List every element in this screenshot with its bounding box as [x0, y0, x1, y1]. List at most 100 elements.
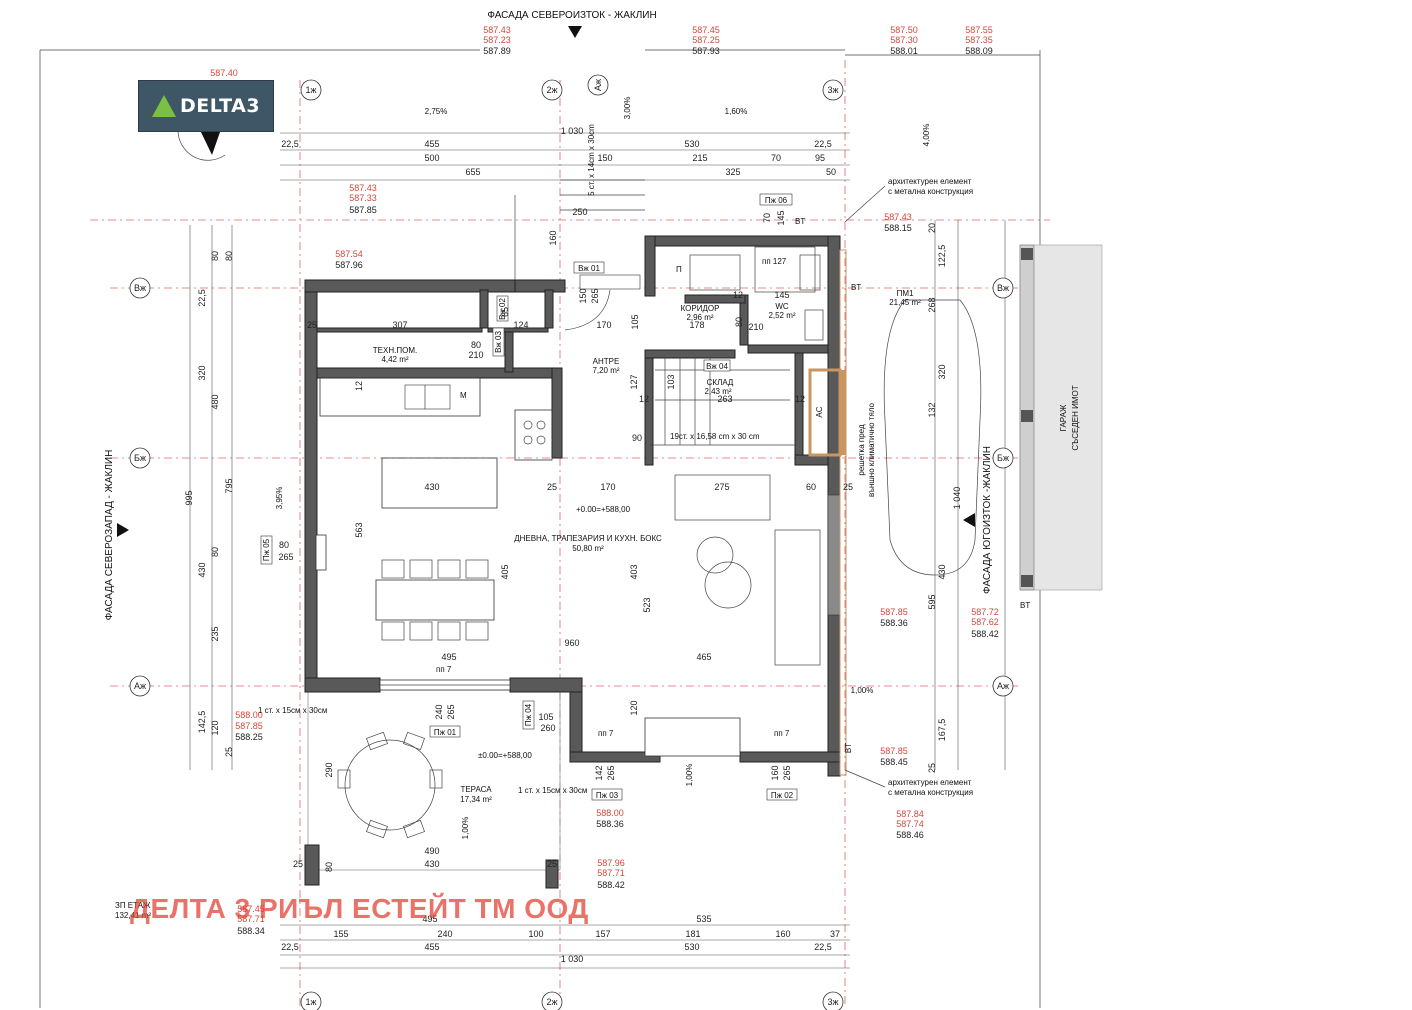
label-dims_interior-31: 12 — [795, 394, 805, 404]
stairs-terrace-text: 1 ст. х 15см х 30см — [258, 706, 327, 715]
label-dims_interior-30: 12 — [639, 394, 649, 404]
label-elevations-9-red-1: 587.62 — [971, 617, 999, 627]
dimension-lines — [189, 132, 1006, 969]
label-dims_top-2-2: 50 — [826, 167, 836, 177]
garage-strip — [1019, 244, 1103, 591]
axis-label-azh: Аж — [134, 681, 146, 691]
kitchen-block — [319, 377, 553, 641]
label-elevations-15-red-0: 587.45 — [237, 904, 265, 914]
room-storage-area: 2,43 m² — [704, 387, 731, 396]
label-elevations-8-red-0: 587.85 — [880, 607, 908, 617]
label-elevations-11-black: 588.45 — [880, 757, 908, 767]
tag-pp127: пп 127 — [762, 257, 787, 266]
label-dims_bottom-0-0: 495 — [422, 914, 437, 924]
label-elevations-9-black: 588.42 — [971, 629, 999, 639]
label-elevations-3-red-0: 587.55 — [965, 25, 993, 35]
floor-label-title: ЗП ЕТАЖ — [115, 901, 151, 910]
label-dims_interior-33: 265 — [446, 704, 456, 719]
label-dims_left-4: 480 — [210, 394, 220, 409]
slope-7: 1,00% — [685, 764, 694, 787]
label-dims_bottom-2-0: 22,5 — [281, 942, 299, 952]
label-dims_interior-37: 142 — [594, 765, 604, 780]
room-pm1-area: 21,45 m² — [889, 298, 921, 307]
axis-bubbles: 1ж 2ж 3ж 1ж 2ж 3ж Вж Бж Аж Вж Бж Аж Аж — [129, 74, 1014, 1010]
label-elevations-12-red-0: 588.00 — [596, 808, 624, 818]
dims-left: 80 80 22,5 320 480 995 795 80 430 235 14… — [184, 251, 234, 757]
label-dims_interior-26: 127 — [629, 374, 639, 389]
label-dims_bottom-1-5: 160 — [775, 929, 790, 939]
tag-ac: AC — [815, 406, 824, 417]
label-dims_interior-24: 210 — [468, 350, 483, 360]
level-terrace: ±0.00=+588,00 — [478, 751, 532, 760]
tag-bt-2: BT — [851, 283, 861, 292]
label-elevations-14-red-1: 587.71 — [597, 868, 625, 878]
axis-label-vzh: Вж — [134, 283, 146, 293]
label-dims_bottom-2-2: 530 — [684, 942, 699, 952]
room-terrace-area: 17,34 m² — [460, 795, 492, 804]
label-dims_interior-15: 523 — [642, 597, 652, 612]
company-logo: DELTA3 — [138, 80, 274, 132]
label-elevations-4-red-0: 587.40 — [210, 68, 238, 78]
label-dims_right-3: 320 — [937, 364, 947, 379]
label-dims_interior-53: 210 — [748, 322, 763, 332]
label-dims_top-2-1: 325 — [725, 167, 740, 177]
axis-label-1zh: 1ж — [305, 85, 316, 95]
garage-label-1: ГАРАЖ — [1059, 404, 1068, 431]
tag-vzh02: Вж 02 — [498, 298, 507, 320]
label-elevations-15-black: 588.34 — [237, 926, 265, 936]
tag-pp7-a: пп 7 — [436, 665, 452, 674]
label-dims_top-0-2: 530 — [684, 139, 699, 149]
label-elevations-10-red-0: 588.00 — [235, 710, 263, 720]
label-dims_interior-27: 263 — [717, 394, 732, 404]
label-dims_interior-41: 290 — [324, 762, 334, 777]
label-dims_interior-35: 260 — [540, 723, 555, 733]
slope-1: 2,75% — [425, 107, 448, 116]
label-dims_interior-23: 80 — [471, 340, 481, 350]
room-entry-name: АНТРЕ — [593, 357, 620, 366]
level-main: +0.00=+588,00 — [576, 505, 631, 514]
garage-label-2: СЪСЕДЕН ИМОТ — [1071, 385, 1080, 450]
label-dims_interior-18: 465 — [696, 652, 711, 662]
label-elevations-15-red-1: 587.71 — [237, 914, 265, 924]
label-dims_bottom-3-0: 1 030 — [561, 954, 584, 964]
label-dims_bottom-1-3: 157 — [595, 929, 610, 939]
label-dims_left-5: 995 — [184, 490, 194, 505]
room-living-area: 50,80 m² — [572, 544, 604, 553]
label-dims_left-9: 235 — [210, 626, 220, 641]
label-elevations-7-red-0: 587.54 — [335, 249, 363, 259]
tag-pzh01: Пж 01 — [434, 728, 457, 737]
axis-label-bzh: Бж — [134, 453, 146, 463]
stairs-entry-text: 5 ст. х 14cm х 30cm — [587, 124, 596, 196]
note-grille-a: решетка пред — [857, 424, 866, 476]
label-elevations-10-black: 588.25 — [235, 732, 263, 742]
elevation-marks: 587.43 587.23 587.89 587.45 587.25 587.9… — [210, 25, 999, 936]
label-dims_interior-3: 105 — [630, 314, 640, 329]
label-dims_interior-49: 65 — [500, 307, 510, 317]
label-dims_interior-19: 250 — [572, 207, 587, 217]
slope-labels: 2,75% 3,00% 1,60% 4,00% 3,95% 1,00% 1,00… — [275, 97, 931, 840]
slope-8: 1,00% — [461, 817, 470, 840]
label-dims_left-8: 430 — [197, 562, 207, 577]
room-living-name: ДНЕВНА, ТРАПЕЗАРИЯ И КУХН. БОКС — [514, 534, 662, 543]
element-tags: Вж 01 Вж 02 Вж 03 Вж 04 Пж 01 Пж 02 Пж 0… — [260, 193, 1030, 801]
label-dims_bottom-1-2: 100 — [528, 929, 543, 939]
label-dims_top-1-2: 215 — [692, 153, 707, 163]
label-dims_top-1-0: 500 — [424, 153, 439, 163]
tag-pzh02: Пж 02 — [771, 791, 794, 800]
dims-right: 20 122,5 268 320 132 1 040 430 595 167,5… — [927, 223, 962, 773]
label-dims_interior-36: 120 — [629, 700, 639, 715]
tag-bt-1: BT — [795, 217, 805, 226]
label-dims_left-11: 120 — [210, 720, 220, 735]
label-dims_interior-29: 12 — [733, 290, 743, 300]
tag-pzh06: Пж 06 — [765, 196, 788, 205]
label-dims_left-1: 80 — [224, 251, 234, 261]
label-dims_bottom-1-0: 155 — [333, 929, 348, 939]
label-dims_bottom-1-1: 240 — [437, 929, 452, 939]
label-dims_top-1-4: 95 — [815, 153, 825, 163]
label-elevations-6-red-0: 587.43 — [884, 212, 912, 222]
label-dims_interior-43: 430 — [424, 859, 439, 869]
label-elevations-0-red-1: 587.23 — [483, 35, 511, 45]
label-elevations-1-red-0: 587.45 — [692, 25, 720, 35]
label-dims_right-0: 20 — [927, 223, 937, 233]
slope-2: 3,00% — [623, 97, 632, 120]
